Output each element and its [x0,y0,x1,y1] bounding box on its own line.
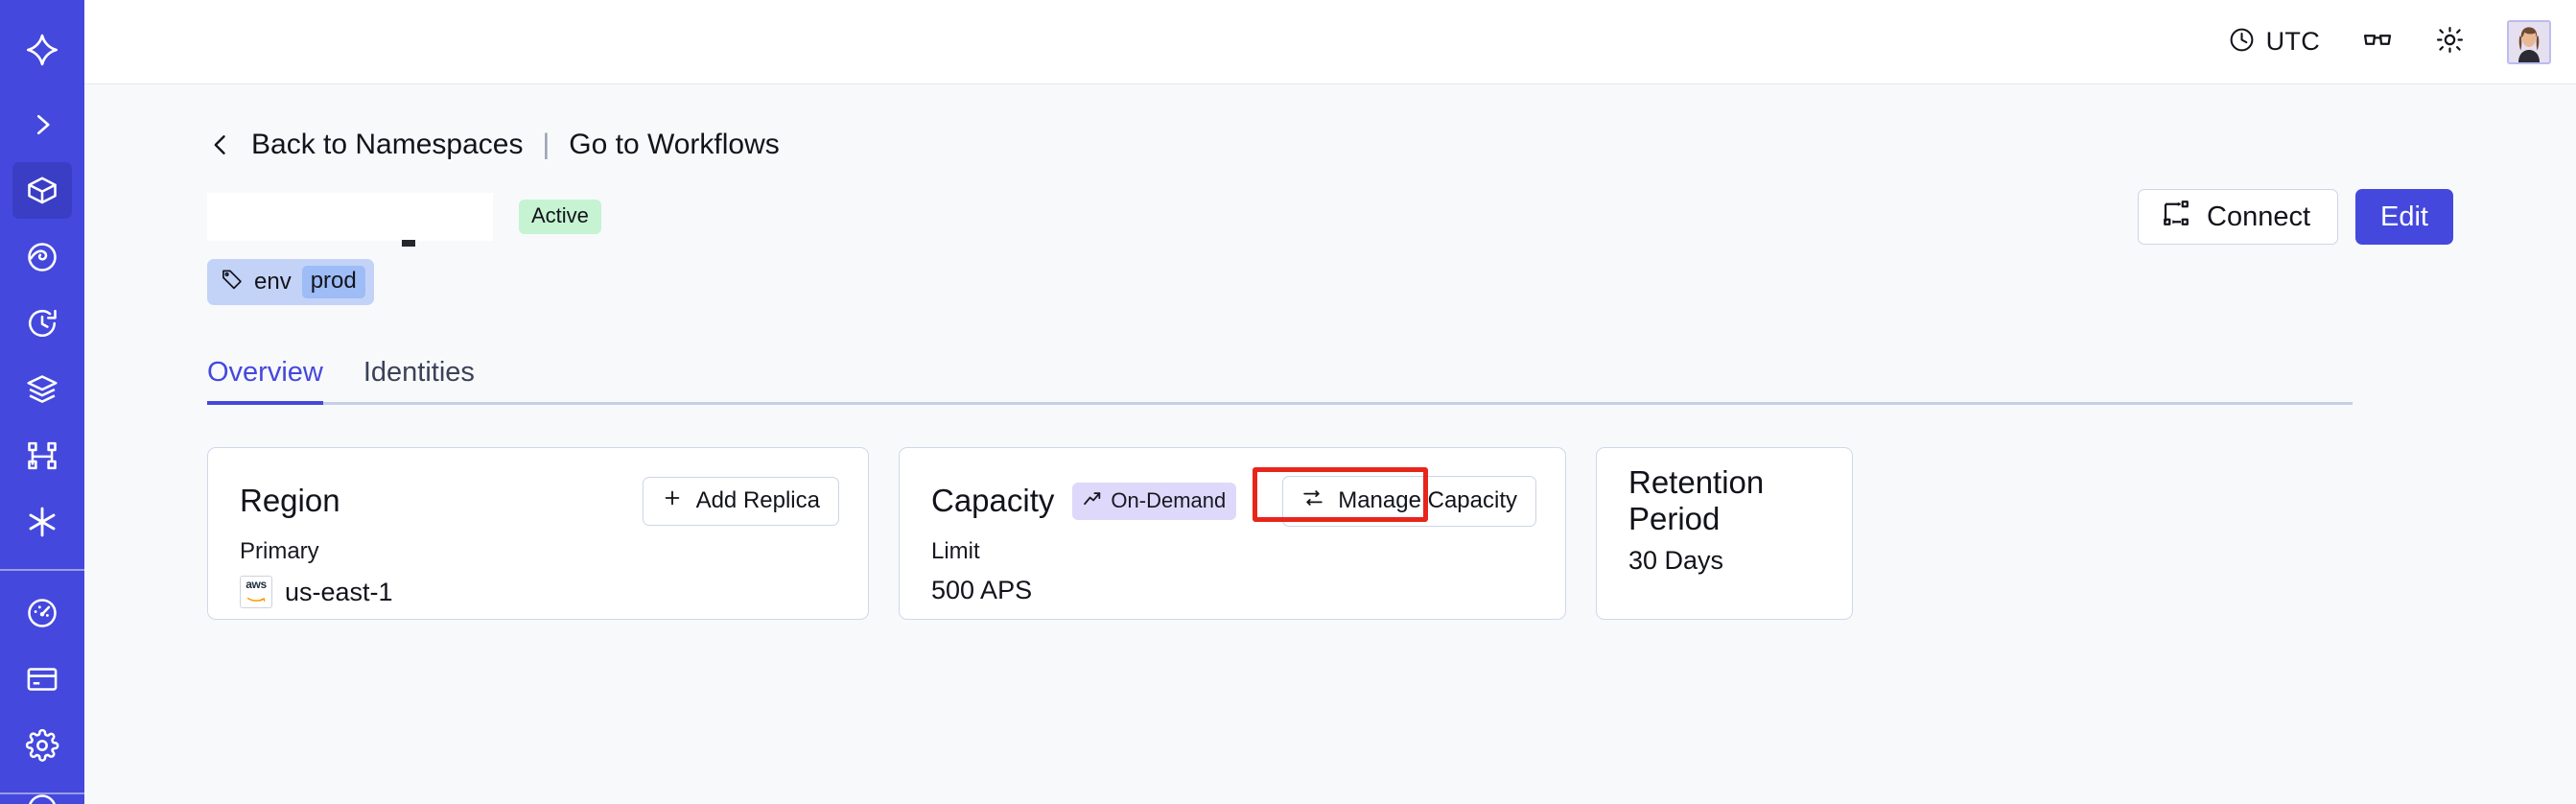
compass-star-logo-icon [24,32,60,68]
sidebar-expand-button[interactable] [12,96,72,153]
sidebar-divider-bottom [0,792,84,795]
sidebar-item-help[interactable] [0,792,84,804]
tab-bar: Overview Identities [207,345,2353,405]
breadcrumb-workflows-link[interactable]: Go to Workflows [569,129,780,160]
tag-value: prod [301,266,365,298]
aws-logo-icon: aws [240,576,272,608]
sliders-icon [1301,486,1324,516]
sidebar-item-settings[interactable] [12,718,72,774]
tab-identities[interactable]: Identities [363,357,475,388]
content-area: Back to Namespaces | Go to Workflows Act… [84,84,2576,804]
cube-icon [25,174,59,208]
glasses-icon [2362,24,2393,59]
clock-icon [2228,26,2256,59]
reading-mode-button[interactable] [2362,24,2393,59]
workflow-nodes-icon [25,438,59,473]
trending-up-icon [1082,488,1103,513]
sidebar-item-integrations[interactable] [12,494,72,551]
chevron-right-icon [28,110,57,139]
sidebar-item-layers[interactable] [12,361,72,417]
layers-icon [25,372,59,407]
breadcrumb-separator: | [542,129,550,160]
tag-row: env prod [207,259,2453,305]
sun-icon [2435,25,2465,59]
namespace-name-redacted [207,193,493,247]
add-replica-button[interactable]: Add Replica [642,476,839,526]
region-card-head: Region Add Replica [240,476,839,526]
timezone-selector[interactable]: UTC [2228,26,2320,59]
tab-overview[interactable]: Overview [207,357,323,405]
namespace-tag-chip[interactable]: env prod [207,259,374,305]
region-value: us-east-1 [285,577,393,606]
connect-flow-icon [2162,199,2190,235]
breadcrumb: Back to Namespaces | Go to Workflows [207,129,2453,161]
gauge-icon [25,596,59,630]
connect-button[interactable]: Connect [2138,189,2339,245]
breadcrumb-back-link[interactable]: Back to Namespaces [251,129,524,160]
capacity-card: Capacity On-Demand [899,447,1566,620]
retention-card-head: Retention Period [1628,464,1823,536]
tag-key: env [254,269,292,295]
manage-capacity-button[interactable]: Manage Capacity [1282,475,1536,527]
edit-button[interactable]: Edit [2355,189,2453,245]
capacity-mode-badge: On-Demand [1072,482,1237,520]
region-value-row: aws us-east-1 [240,576,839,608]
main-pane: UTC [84,0,2576,804]
sidebar-divider-top [0,568,84,571]
plus-icon [662,487,683,515]
capacity-sublabel: Limit [931,538,980,564]
capacity-card-title: Capacity [931,483,1055,518]
theme-toggle-button[interactable] [2435,25,2465,59]
sidebar-item-usage[interactable] [12,585,72,642]
sidebar-item-billing[interactable] [12,651,72,708]
capacity-value: 500 APS [931,576,1033,604]
sidebar-item-observability[interactable] [12,228,72,285]
sidebar [0,0,84,804]
eye-icon [25,240,59,274]
sidebar-item-workflows[interactable] [12,428,72,485]
chevron-left-icon[interactable] [207,131,234,158]
retention-card-title: Retention Period [1628,464,1765,536]
top-bar: UTC [84,0,2576,84]
header-actions: Connect Edit [2138,189,2453,245]
capacity-card-head: Capacity On-Demand [931,475,1536,527]
help-circle-icon [25,792,59,804]
sidebar-item-history[interactable] [12,295,72,351]
overview-cards: Region Add Replica Primary [207,447,2453,620]
aws-logo-text: aws [246,577,267,591]
region-card: Region Add Replica Primary [207,447,869,620]
region-card-title: Region [240,483,340,518]
retention-card: Retention Period 30 Days [1596,447,1853,620]
tag-icon [221,268,244,297]
gear-icon [25,728,59,763]
manage-capacity-label: Manage Capacity [1338,487,1517,513]
status-badge: Active [519,200,601,234]
aws-smile-icon [246,591,266,606]
capacity-value-row: 500 APS [931,576,1536,605]
retention-value: 30 Days [1628,546,1724,575]
timezone-label: UTC [2265,27,2320,56]
sidebar-item-namespaces[interactable] [12,162,72,220]
credit-card-icon [25,662,59,697]
add-replica-label: Add Replica [695,487,820,513]
history-clock-icon [25,306,59,341]
app-logo[interactable] [12,21,72,78]
namespace-header-row: Active [207,189,2453,247]
connect-button-label: Connect [2207,201,2311,232]
user-avatar[interactable] [2507,19,2551,64]
capacity-mode-label: On-Demand [1111,487,1227,512]
region-sublabel: Primary [240,538,319,564]
asterisk-icon [24,504,60,540]
